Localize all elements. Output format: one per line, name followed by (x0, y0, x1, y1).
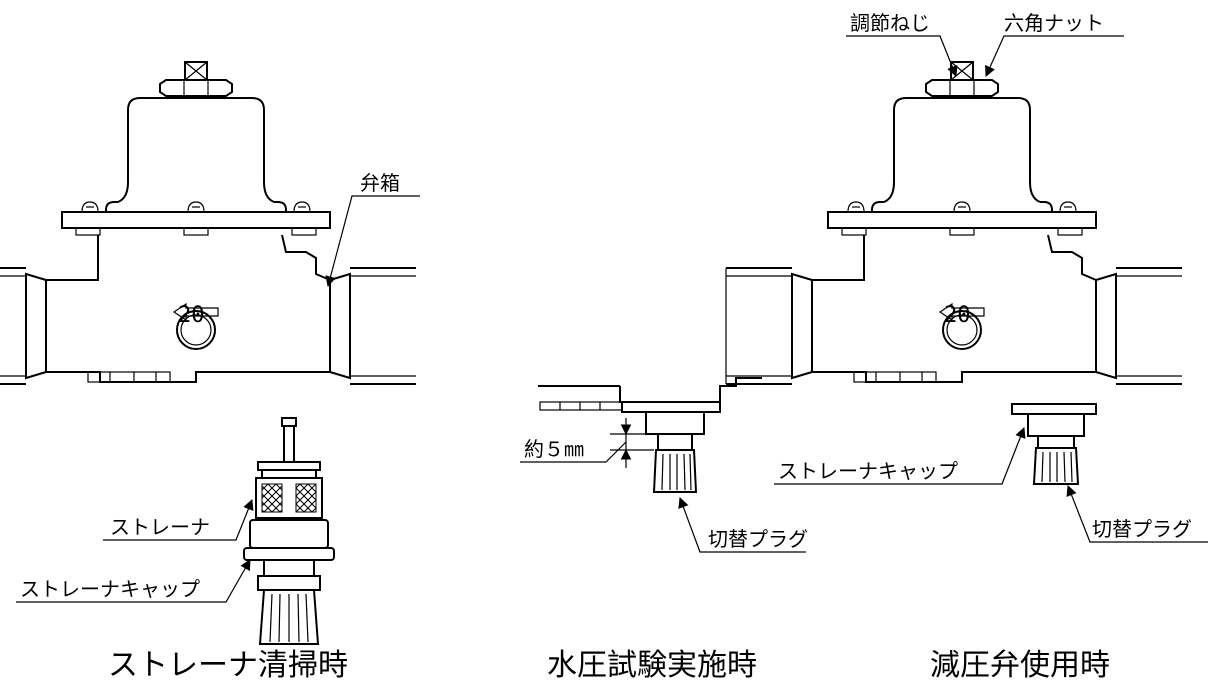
strainer-cleaning-figure: 20 弁箱 ストレーナ (0, 61, 420, 683)
reducing-valve-figure: 20 調節ねじ 六角ナット ストレーナキャップ 切替プラグ 減圧弁使用時 (725, 11, 1208, 683)
middle-caption: 水圧試験実施時 (547, 648, 757, 683)
size-mark: 20 (178, 303, 205, 328)
removed-strainer-assembly (243, 417, 335, 645)
body-label: 弁箱 (360, 171, 400, 195)
plug-label: 切替プラグ (1092, 517, 1192, 541)
strainer-label: ストレーナ (110, 515, 210, 539)
valve-body (0, 61, 417, 385)
valve-body (725, 61, 1183, 385)
strainer-cap-label: ストレーナキャップ (20, 577, 200, 601)
gap-label: 約５㎜ (524, 437, 584, 461)
size-mark: 20 (944, 303, 971, 328)
pressure-test-figure: 約５㎜ 切替プラグ 水圧試験実施時 (520, 377, 808, 683)
adjust-screw-label: 調節ねじ (850, 11, 930, 35)
right-caption: 減圧弁使用時 (930, 648, 1110, 683)
left-caption: ストレーナ清掃時 (108, 648, 348, 683)
strainer-cap-label: ストレーナキャップ (778, 459, 958, 483)
hex-nut-label: 六角ナット (1004, 11, 1104, 35)
plug-label: 切替プラグ (708, 527, 808, 551)
